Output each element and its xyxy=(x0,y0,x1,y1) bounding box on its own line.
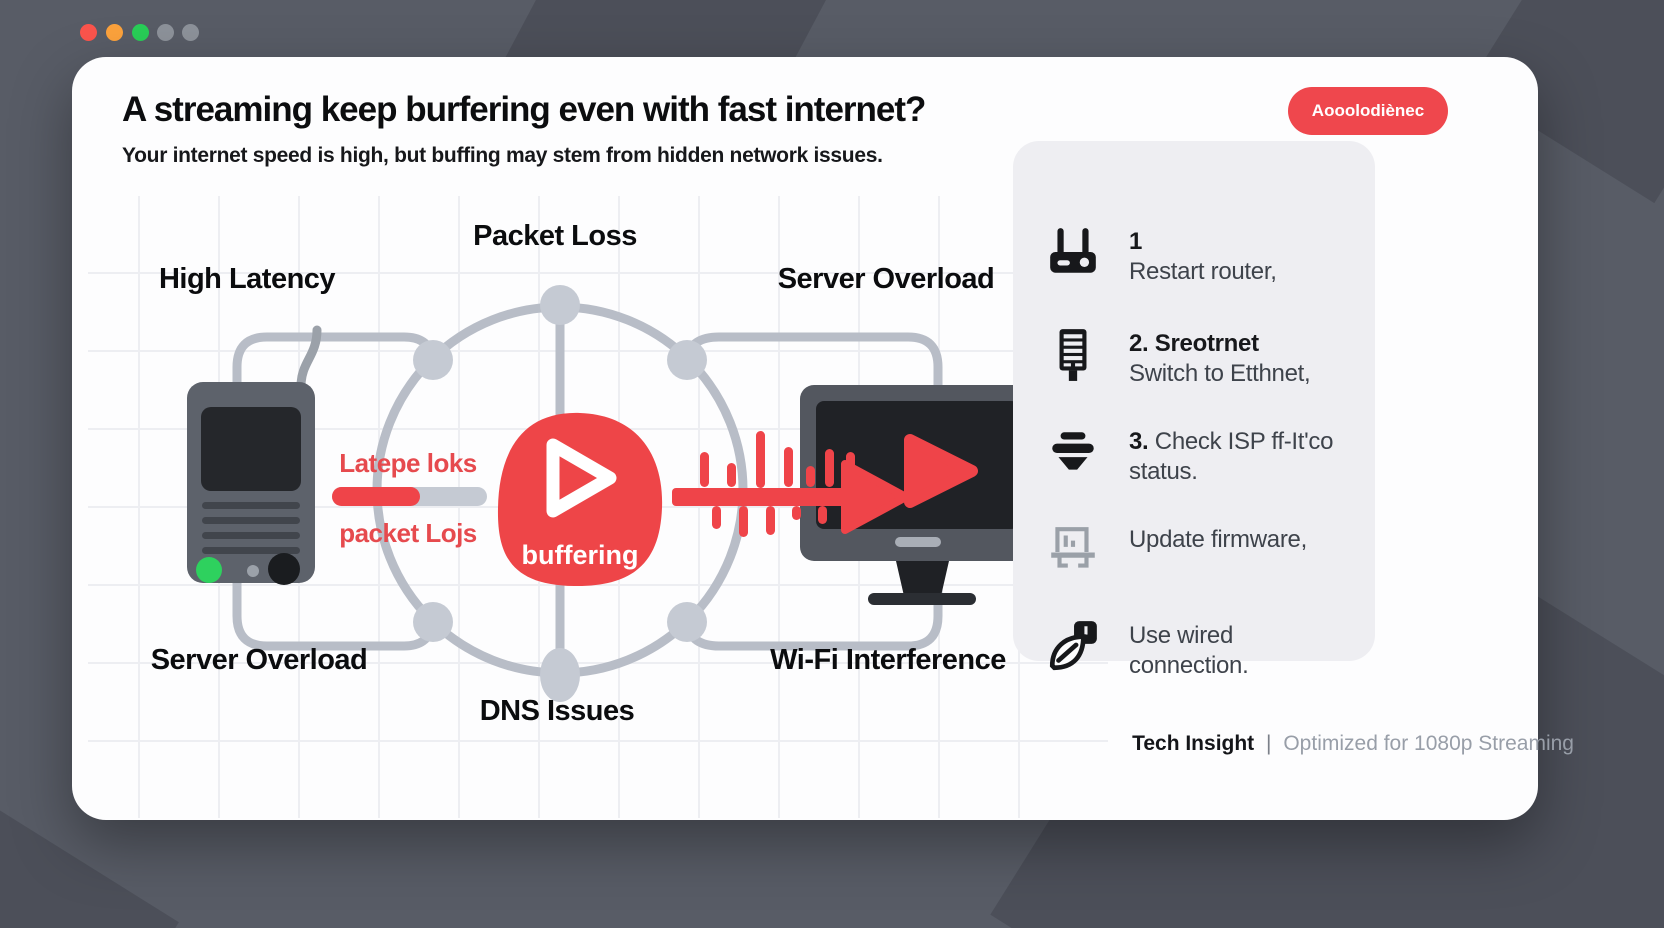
traffic-light-minimize-icon[interactable] xyxy=(106,24,123,41)
traffic-light-zoom-icon[interactable] xyxy=(132,24,149,41)
tip-number: 2. Sreotrnet xyxy=(1129,330,1259,357)
tip-number: 1 xyxy=(1129,228,1143,255)
brand-name: Tech Insight xyxy=(1132,732,1255,755)
footer-tagline: Optimized for 1080p Streaming xyxy=(1283,732,1574,755)
label-server-overload-bottom: Server Overload xyxy=(150,644,368,676)
server-rack-icon xyxy=(1045,327,1101,383)
tip-item-check-isp: 3. Check ISP ff-It'co status. xyxy=(1045,425,1333,487)
router-icon xyxy=(1045,225,1101,281)
tip-item-update-firmware: Update firmware, xyxy=(1045,523,1307,579)
traffic-light-extra-icon xyxy=(182,24,199,41)
label-wifi-interference: Wi-Fi Interference xyxy=(770,644,1006,676)
tip-text: Restart router, xyxy=(1129,258,1277,285)
tip-text: status. xyxy=(1129,458,1198,485)
latency-caption: Latepe loks xyxy=(339,448,477,478)
page-title: A streaming keep burfering even with fas… xyxy=(122,90,926,129)
firmware-icon xyxy=(1045,523,1101,579)
packet-caption: packet Lojs xyxy=(339,518,477,548)
tip-item-restart-router: 1 Restart router, xyxy=(1045,225,1277,287)
footer-divider: | xyxy=(1266,732,1272,755)
label-server-overload-top: Server Overload xyxy=(777,263,995,295)
label-high-latency: High Latency xyxy=(158,263,336,295)
traffic-light-close-icon[interactable] xyxy=(80,24,97,41)
traffic-light-extra-icon xyxy=(157,24,174,41)
footer-credit: Tech Insight | Optimized for 1080p Strea… xyxy=(1132,732,1574,756)
label-dns-issues: DNS Issues xyxy=(479,695,635,727)
buffering-label: buffering xyxy=(521,540,639,570)
tips-panel: 1 Restart router, 2. Sreotrnet xyxy=(1013,141,1375,679)
wifi-bars-icon xyxy=(1045,425,1101,481)
tip-text: Use wired xyxy=(1129,622,1233,649)
label-packet-loss: Packet Loss xyxy=(473,220,637,252)
tip-item-switch-ethernet: 2. Sreotrnet Switch to Etthnet, xyxy=(1045,327,1311,389)
tip-text: connection. xyxy=(1129,652,1249,679)
tip-text: 3. Check ISP ff-It'co xyxy=(1129,428,1334,455)
leaf-icon xyxy=(1045,619,1101,675)
tip-item-wired-connection: Use wired connection. xyxy=(1045,619,1249,681)
page-subtitle: Your internet speed is high, but buffing… xyxy=(122,144,883,167)
tip-text: Update firmware, xyxy=(1129,526,1307,553)
tip-text: Switch to Etthnet, xyxy=(1129,360,1311,387)
action-button[interactable]: Aooolodiènec xyxy=(1288,87,1448,135)
